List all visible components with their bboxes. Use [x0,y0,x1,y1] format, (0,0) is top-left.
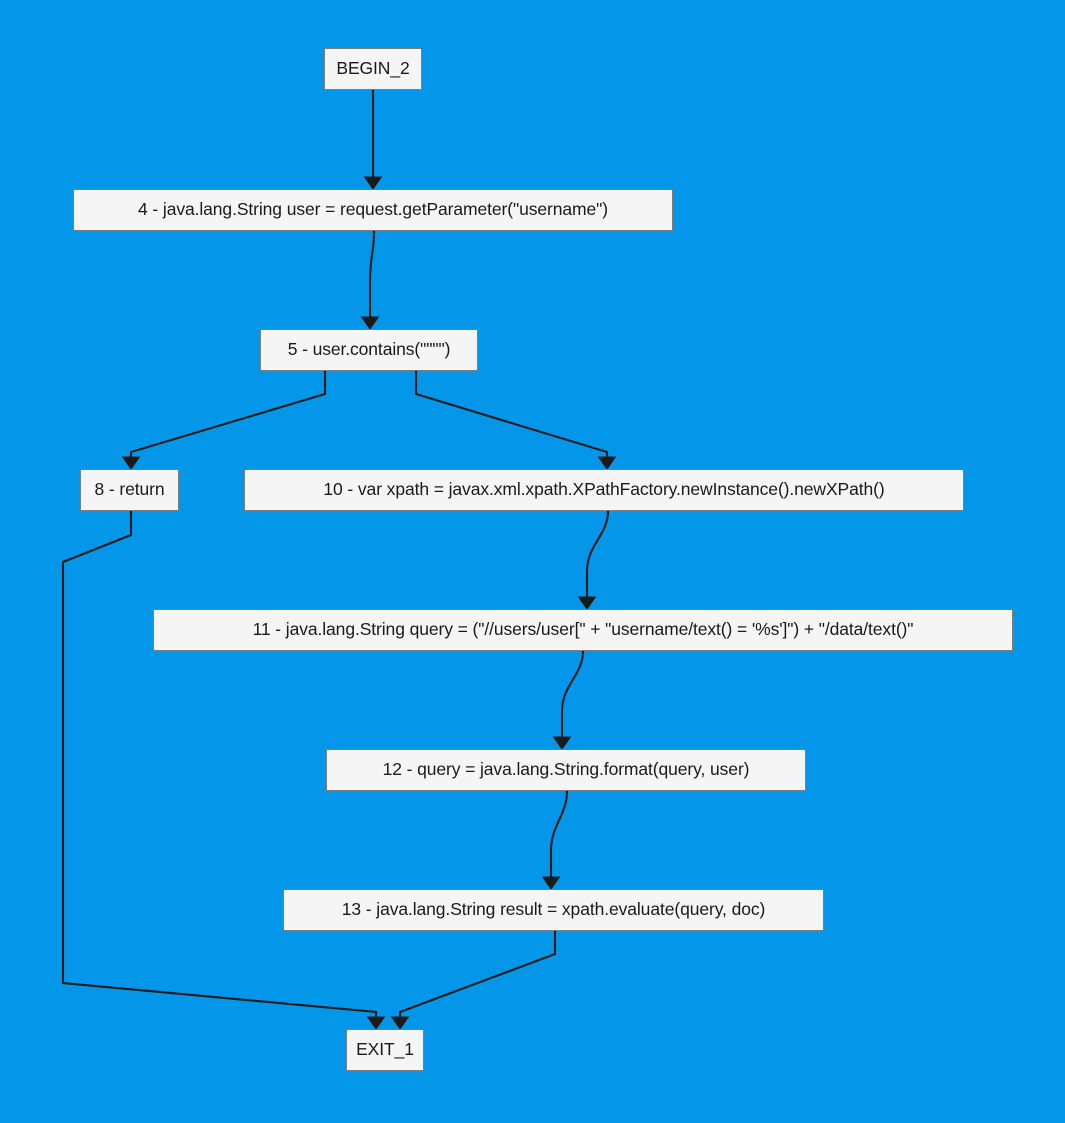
node-EXIT_1[interactable]: EXIT_1 [346,1029,424,1071]
node-n8[interactable]: 8 - return [80,469,179,511]
edge-n4-to-n5 [360,230,380,330]
edge-group [61,90,617,1030]
node-n11[interactable]: 11 - java.lang.String query = ("//users/… [153,609,1013,651]
node-BEGIN_2[interactable]: BEGIN_2 [324,48,422,90]
edge-n5-to-n8 [121,371,327,470]
edge-n10-to-n11 [577,510,610,610]
node-n5[interactable]: 5 - user.contains("""") [260,329,478,371]
edge-n13-to-EXIT_1 [390,931,557,1030]
node-n10[interactable]: 10 - var xpath = javax.xml.xpath.XPathFa… [244,469,964,511]
node-n13[interactable]: 13 - java.lang.String result = xpath.eva… [283,889,824,931]
node-n12[interactable]: 12 - query = java.lang.String.format(que… [326,749,806,791]
node-n4[interactable]: 4 - java.lang.String user = request.getP… [73,189,673,231]
edge-n12-to-n13 [541,790,569,890]
edge-n8-to-EXIT_1 [61,511,386,1030]
edge-n5-to-n10 [414,371,617,470]
edge-n11-to-n12 [552,650,585,750]
